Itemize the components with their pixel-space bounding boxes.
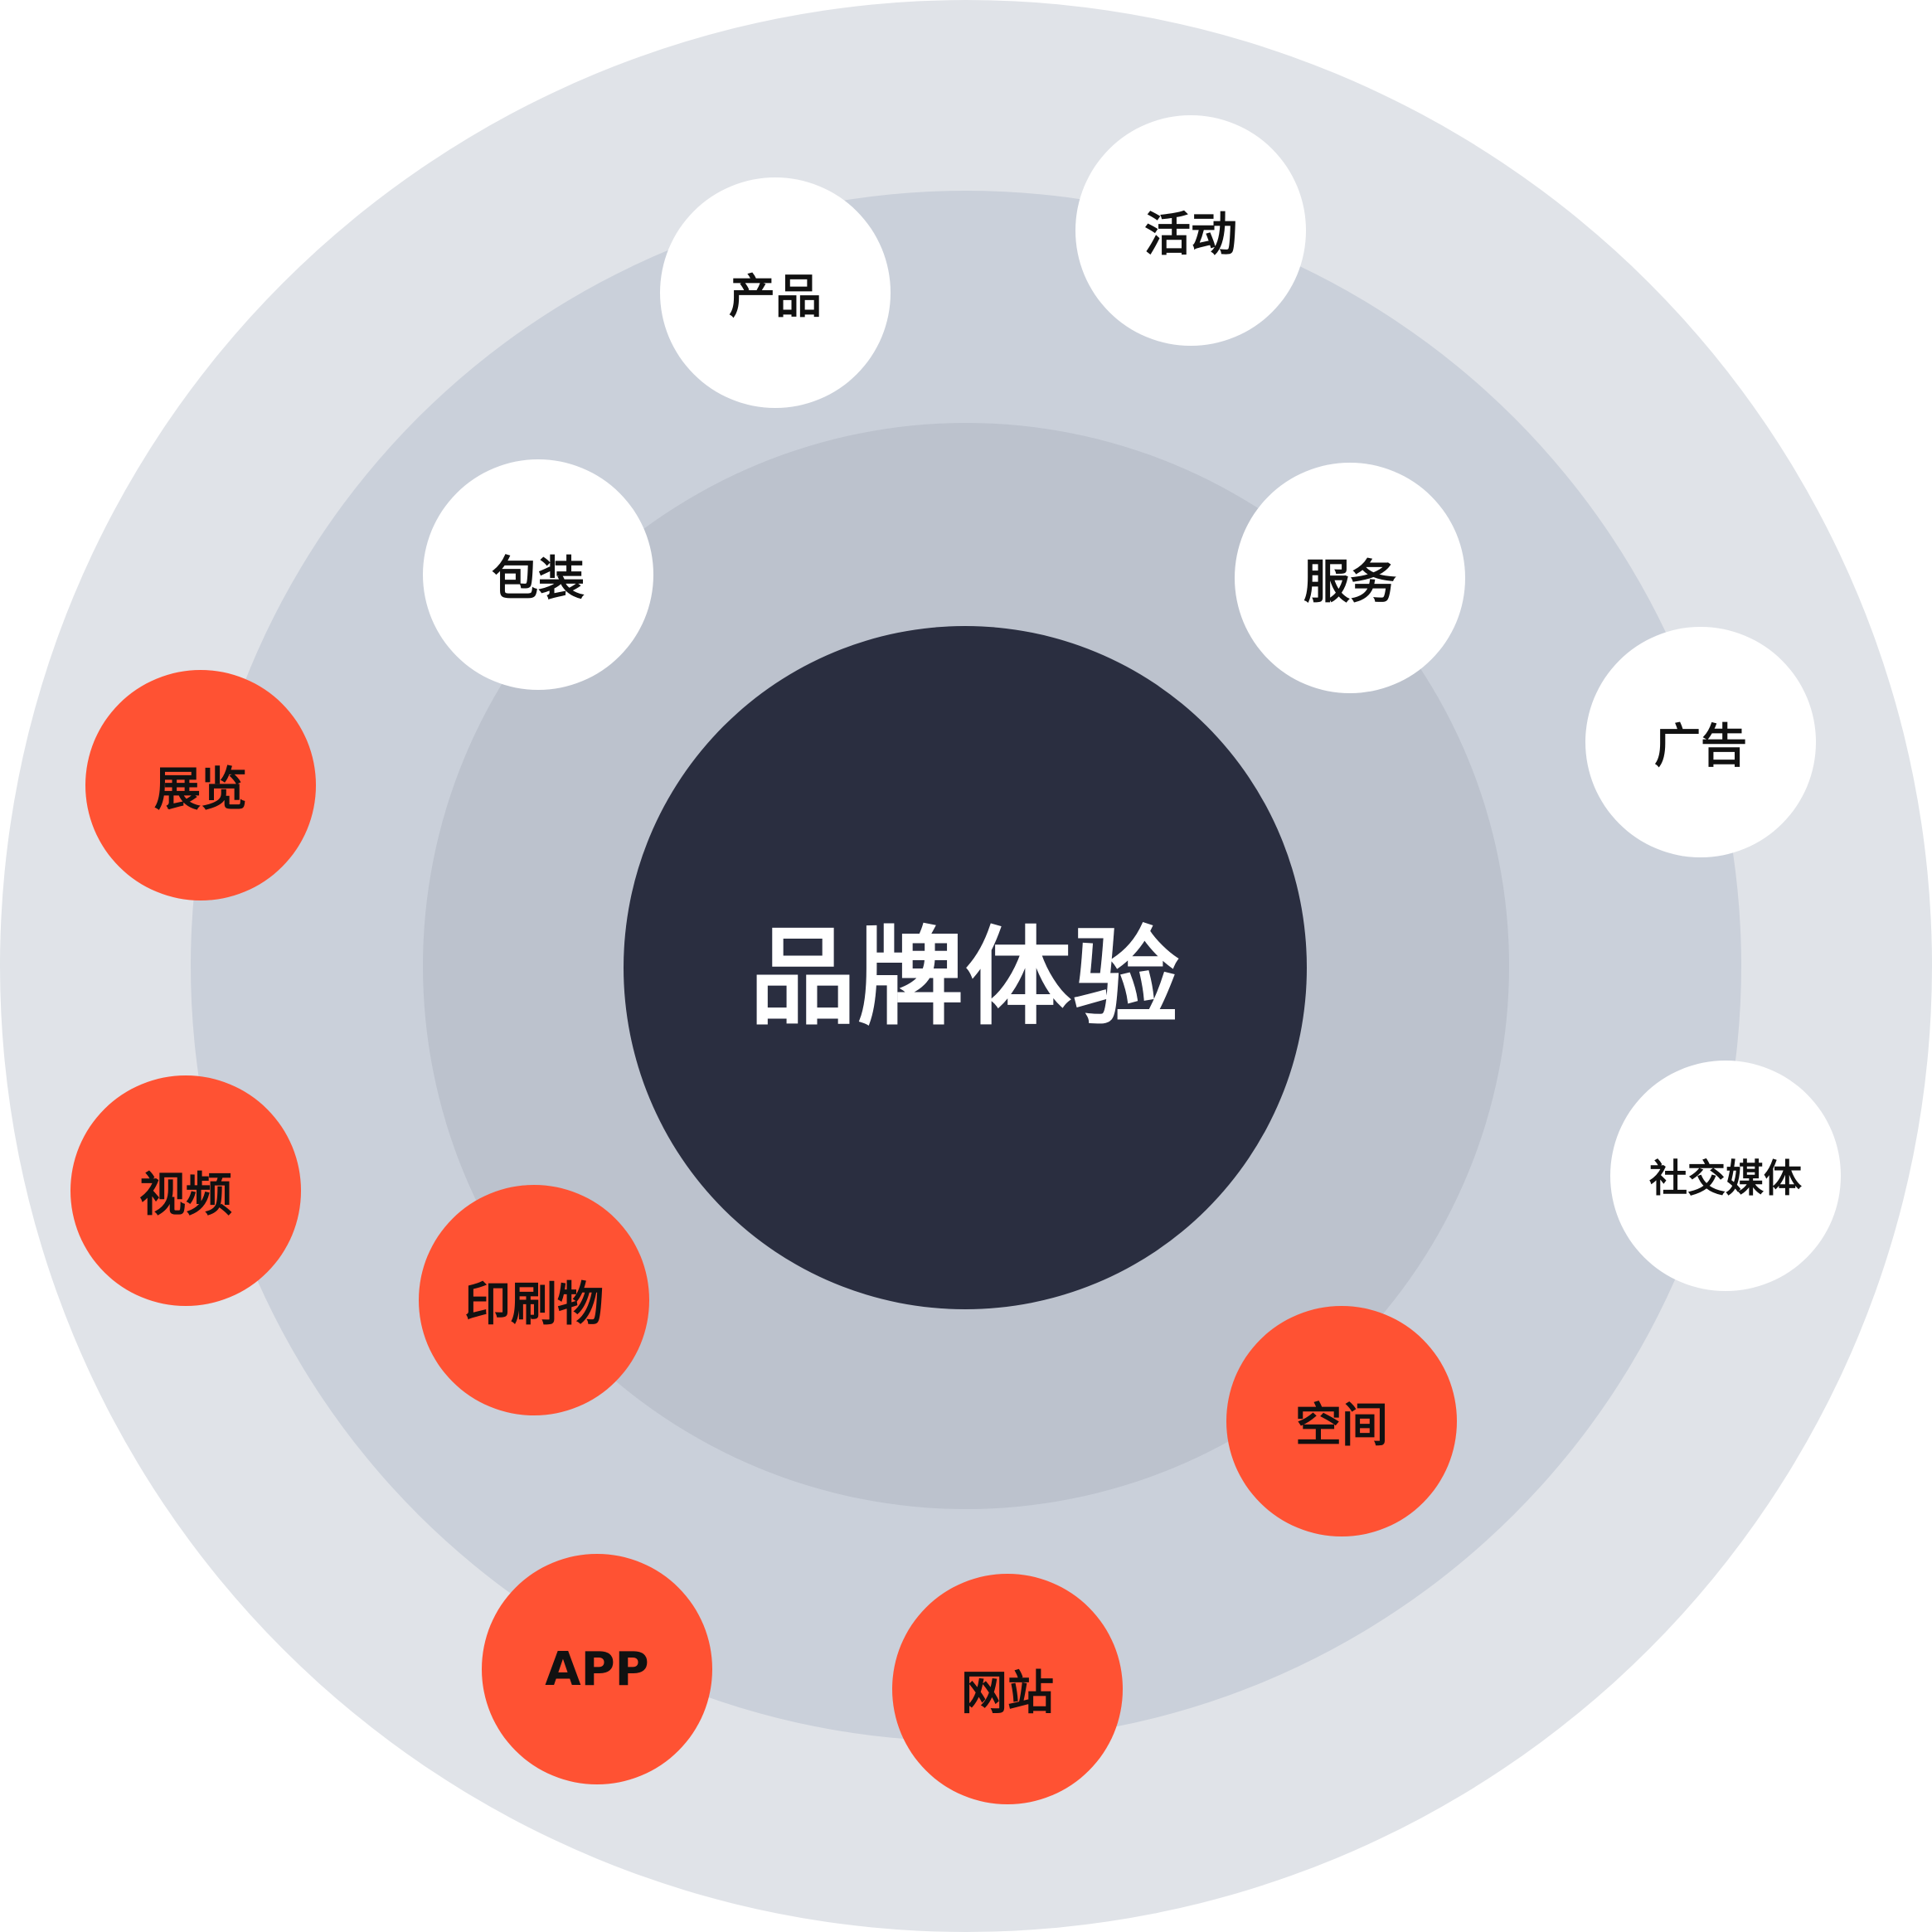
- node-space: 空间: [1226, 1306, 1457, 1536]
- node-label: 网站: [961, 1666, 1054, 1721]
- node-product: 产品: [660, 177, 891, 408]
- node-label: 广告: [1654, 719, 1747, 774]
- center-circle: 品牌体验: [624, 626, 1307, 1309]
- node-label: 视频: [139, 1167, 232, 1222]
- node-label: 包装: [492, 551, 585, 606]
- node-activity: 活动: [1075, 115, 1306, 346]
- node-app: APP: [482, 1554, 712, 1784]
- node-packaging: 包装: [423, 459, 653, 690]
- node-website: 网站: [892, 1574, 1123, 1804]
- node-video: 视频: [70, 1075, 301, 1306]
- node-print: 印刷物: [419, 1185, 649, 1415]
- node-label: 社交媒体: [1649, 1156, 1802, 1201]
- node-label: 服务: [1303, 555, 1396, 609]
- center-label: 品牌体验: [749, 915, 1181, 1040]
- node-advertising: 广告: [1585, 627, 1816, 857]
- node-exhibition: 展览: [85, 670, 316, 900]
- node-service: 服务: [1235, 463, 1465, 693]
- node-social-media: 社交媒体: [1610, 1061, 1841, 1291]
- node-label: 展览: [154, 762, 247, 817]
- node-label: APP: [545, 1642, 649, 1697]
- node-label: 印刷物: [464, 1277, 604, 1332]
- node-label: 活动: [1144, 207, 1237, 262]
- node-label: 产品: [729, 269, 822, 324]
- node-label: 空间: [1295, 1398, 1388, 1453]
